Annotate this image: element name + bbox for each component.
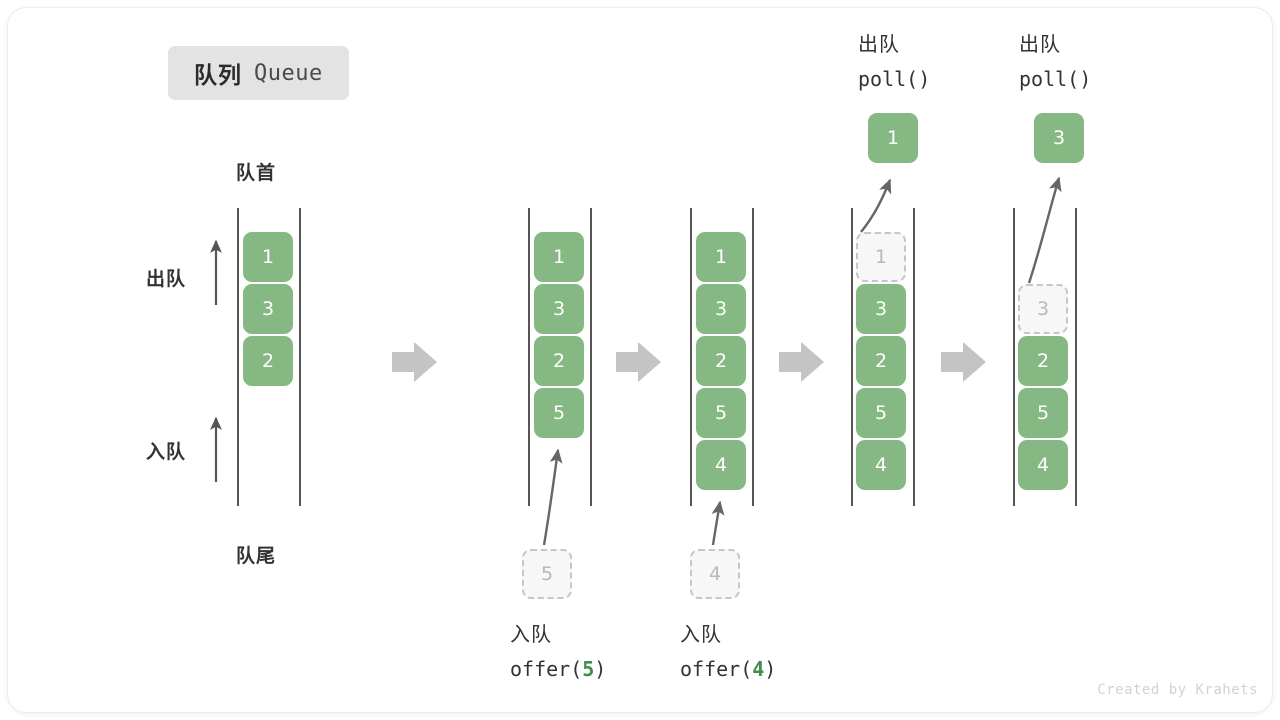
- operation-caption-code: poll(): [858, 67, 931, 91]
- rail-left-col1: [237, 208, 239, 506]
- queue-element: 3: [243, 284, 293, 334]
- title-english: Queue: [254, 60, 323, 86]
- removed-element-ghost: 1: [856, 232, 906, 282]
- queue-element: 2: [696, 336, 746, 386]
- rail-right-col1: [299, 208, 301, 506]
- queue-element: 4: [1018, 440, 1068, 490]
- rail-right-col2: [590, 208, 592, 506]
- operation-caption-cn: 入队: [680, 624, 722, 646]
- operation-caption-code: poll(): [1019, 67, 1092, 91]
- queue-element: 2: [856, 336, 906, 386]
- queue-element: 4: [856, 440, 906, 490]
- operation-caption-poll1: 出队 poll(): [858, 28, 930, 96]
- operation-caption-poll3: 出队 poll(): [1019, 28, 1091, 96]
- queue-element: 3: [696, 284, 746, 334]
- title-chinese: 队列: [194, 62, 242, 88]
- rear-label: 队尾: [236, 546, 277, 567]
- card-frame: [8, 8, 1272, 712]
- front-label: 队首: [236, 163, 277, 184]
- dequeue-side-label: 出队: [146, 269, 187, 290]
- operation-caption-code: offer(5): [510, 657, 607, 681]
- queue-element: 2: [1018, 336, 1068, 386]
- queue-element: 5: [534, 388, 584, 438]
- credit-watermark: Created by Krahets: [1097, 682, 1258, 698]
- pending-element-ghost: 5: [522, 549, 572, 599]
- queue-element: 2: [534, 336, 584, 386]
- operation-caption-code: offer(4): [680, 657, 777, 681]
- queue-element: 5: [696, 388, 746, 438]
- queue-element: 3: [534, 284, 584, 334]
- queue-element: 5: [1018, 388, 1068, 438]
- popped-element: 3: [1034, 113, 1084, 163]
- operation-caption-cn: 入队: [510, 624, 552, 646]
- operation-caption-cn: 出队: [1019, 34, 1061, 56]
- queue-element: 1: [696, 232, 746, 282]
- queue-element: 2: [243, 336, 293, 386]
- rail-right-col4: [913, 208, 915, 506]
- rail-left-col2: [528, 208, 530, 506]
- queue-element: 1: [534, 232, 584, 282]
- rail-right-col5: [1075, 208, 1077, 506]
- popped-element: 1: [868, 113, 918, 163]
- removed-element-ghost: 3: [1018, 284, 1068, 334]
- rail-left-col3: [690, 208, 692, 506]
- queue-element: 3: [856, 284, 906, 334]
- enqueue-side-label: 入队: [146, 442, 187, 463]
- rail-left-col5: [1013, 208, 1015, 506]
- title-badge: 队列 Queue: [168, 46, 349, 100]
- operation-caption-offer5: 入队 offer(5): [510, 618, 606, 686]
- queue-element: 4: [696, 440, 746, 490]
- rail-left-col4: [851, 208, 853, 506]
- queue-element: 5: [856, 388, 906, 438]
- queue-element: 1: [243, 232, 293, 282]
- operation-caption-offer4: 入队 offer(4): [680, 618, 776, 686]
- operation-caption-cn: 出队: [858, 34, 900, 56]
- rail-right-col3: [752, 208, 754, 506]
- pending-element-ghost: 4: [690, 549, 740, 599]
